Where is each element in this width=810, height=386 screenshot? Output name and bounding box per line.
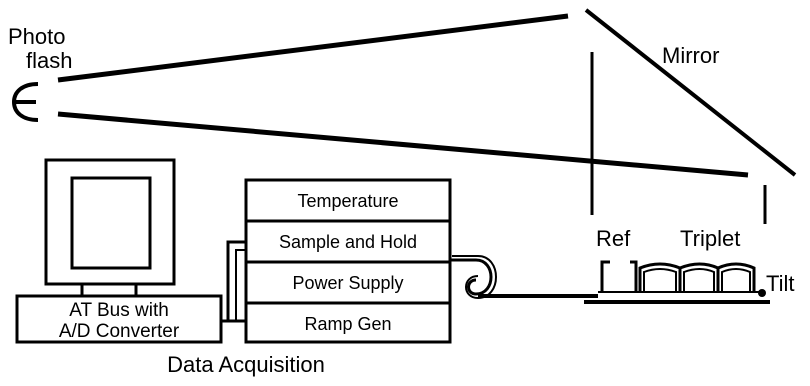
tilt-label: Tilt	[766, 271, 795, 296]
ref-cell-left	[600, 260, 610, 292]
rack-module-power-supply: Power Supply	[292, 273, 403, 293]
computer-monitor	[44, 158, 176, 296]
rack-module-ramp-gen: Ramp Gen	[304, 314, 391, 334]
triplet-label: Triplet	[680, 226, 740, 251]
at-bus-box	[15, 294, 223, 344]
rack-module-temperature: Temperature	[297, 191, 398, 211]
beam-upper	[57, 13, 569, 83]
photo-label: Photo	[8, 24, 66, 49]
triplet-cell	[638, 262, 756, 292]
ref-label: Ref	[596, 226, 631, 251]
flash-lamp-icon	[11, 82, 39, 122]
flash-label: flash	[26, 48, 72, 73]
cable-loop	[450, 258, 493, 296]
instrument-rack	[244, 178, 452, 344]
mirror-label: Mirror	[662, 43, 719, 68]
tilt-pivot-icon	[758, 289, 766, 297]
beam-lower	[57, 111, 749, 178]
bus-link-upper	[226, 240, 246, 321]
bus-link-inner	[235, 249, 246, 321]
rack-module-sample-hold: Sample and Hold	[279, 232, 417, 252]
mirror	[584, 8, 797, 177]
cable-loop-outer	[452, 255, 497, 300]
ref-cell-right	[630, 260, 638, 292]
data-acquisition-label: Data Acquisition	[167, 352, 325, 377]
at-bus-line2: A/D Converter	[59, 321, 180, 342]
at-bus-line1: AT Bus with	[69, 300, 169, 321]
